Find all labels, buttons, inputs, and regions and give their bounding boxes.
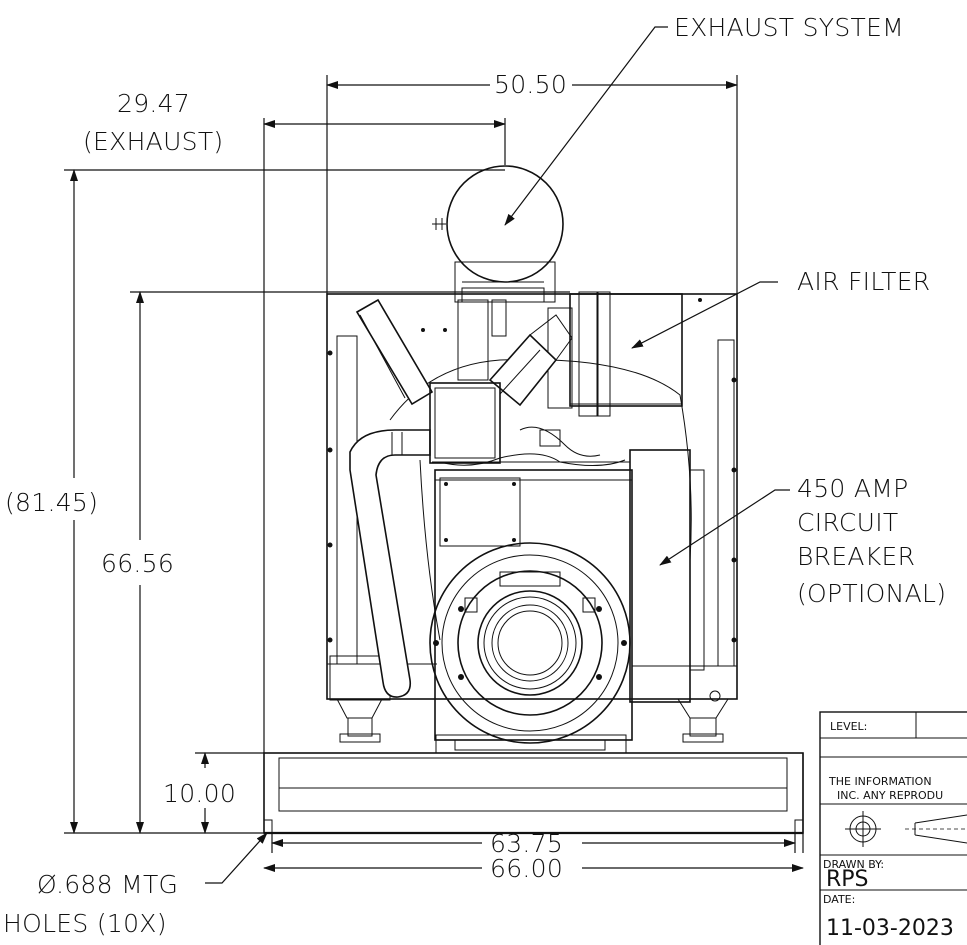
dim-top-width: 50.50 bbox=[494, 70, 567, 99]
dim-exhaust-offset: 29.47 bbox=[117, 89, 190, 118]
base-skid bbox=[263, 752, 804, 835]
dimension-lines bbox=[64, 75, 804, 872]
title-block-notice-line2: INC. ANY REPRODU bbox=[837, 789, 943, 802]
breaker-label-line4: (OPTIONAL) bbox=[797, 579, 946, 608]
title-block-date-value: 11-03-2023 bbox=[826, 916, 954, 941]
dimension-labels: 29.47 (EXHAUST) 50.50 (81.45) 66.56 10.0… bbox=[5, 70, 567, 883]
radiator-frame bbox=[326, 293, 738, 701]
dim-base-width: 66.00 bbox=[490, 854, 563, 883]
dim-base-height: 10.00 bbox=[163, 779, 236, 808]
generator-adapter bbox=[429, 542, 631, 751]
title-block-drawn-by-value: RPS bbox=[826, 867, 869, 892]
control-box bbox=[429, 382, 630, 467]
dim-exhaust-offset-note: (EXHAUST) bbox=[83, 127, 223, 156]
breaker-label-line1: 450 AMP bbox=[797, 474, 909, 503]
callout-labels: EXHAUST SYSTEM AIR FILTER 450 AMP CIRCUI… bbox=[3, 13, 946, 938]
mtg-holes-label-line2: HOLES (10X) bbox=[3, 909, 167, 938]
breaker-label-line2: CIRCUIT bbox=[797, 508, 898, 537]
third-angle-projection-symbol bbox=[845, 811, 967, 847]
dim-hole-spacing: 63.75 bbox=[490, 829, 563, 858]
dim-overall-height: (81.45) bbox=[5, 488, 98, 517]
title-block-date-label: DATE: bbox=[823, 893, 855, 906]
title-block-drawn-by-label: DRAWN BY: bbox=[823, 858, 884, 871]
callout-leaders bbox=[205, 26, 790, 884]
isolator-feet bbox=[336, 698, 729, 754]
dim-frame-height: 66.56 bbox=[101, 549, 174, 578]
generator-set-outline bbox=[263, 165, 804, 835]
circuit-breaker-box bbox=[629, 449, 721, 703]
exhaust-system-label: EXHAUST SYSTEM bbox=[674, 13, 904, 42]
title-block-notice-line1: THE INFORMATION bbox=[828, 775, 932, 788]
air-filter-canister bbox=[547, 291, 683, 417]
coolant-pipe bbox=[349, 298, 434, 698]
breaker-label-line3: BREAKER bbox=[797, 542, 915, 571]
title-block-level-label: LEVEL: bbox=[830, 720, 867, 733]
title-block: LEVEL: THE INFORMATION INC. ANY REPRODU … bbox=[819, 711, 967, 945]
exhaust-muffler bbox=[432, 165, 564, 303]
mtg-holes-label-line1: Ø.688 MTG bbox=[37, 870, 178, 899]
air-filter-label: AIR FILTER bbox=[797, 267, 930, 296]
